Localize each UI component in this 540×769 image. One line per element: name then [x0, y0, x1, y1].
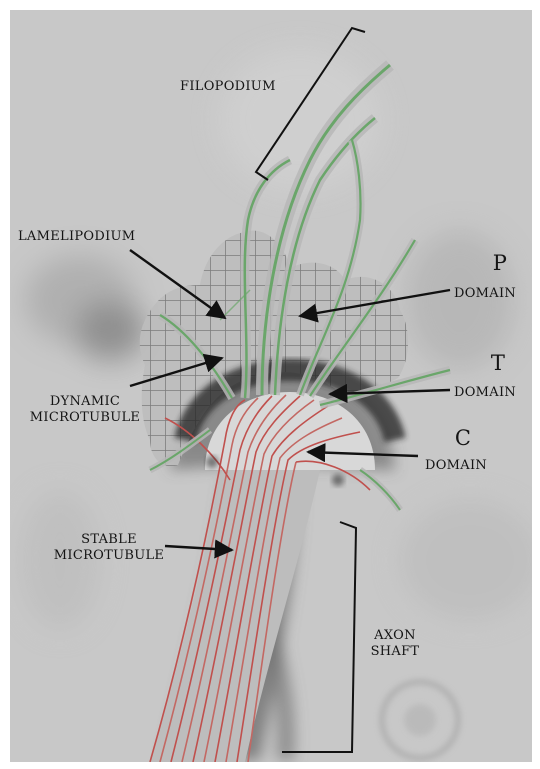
stable-microtubule-label: STABLE MICROTUBULE	[50, 532, 168, 565]
p-domain-label: DOMAIN	[454, 286, 516, 302]
lamelipodium-label: LAMELIPODIUM	[18, 229, 135, 245]
stable-microtubule-line2: MICROTUBULE	[50, 548, 168, 564]
dynamic-microtubule-line1: DYNAMIC	[20, 394, 150, 410]
c-domain-label: DOMAIN	[425, 458, 487, 474]
axon-shaft-line1: AXON	[360, 628, 430, 644]
c-domain-letter: C	[448, 425, 478, 451]
t-domain-letter: T	[483, 350, 513, 376]
filopodium-label: FILOPODIUM	[180, 79, 276, 95]
t-domain-label: DOMAIN	[454, 385, 516, 401]
axon-shaft-line2: SHAFT	[360, 644, 430, 660]
dynamic-microtubule-label: DYNAMIC MICROTUBULE	[20, 394, 150, 427]
p-domain-letter: P	[485, 250, 515, 276]
stable-microtubule-line1: STABLE	[50, 532, 168, 548]
axon-shaft-label: AXON SHAFT	[360, 628, 430, 661]
dynamic-microtubule-line2: MICROTUBULE	[20, 410, 150, 426]
